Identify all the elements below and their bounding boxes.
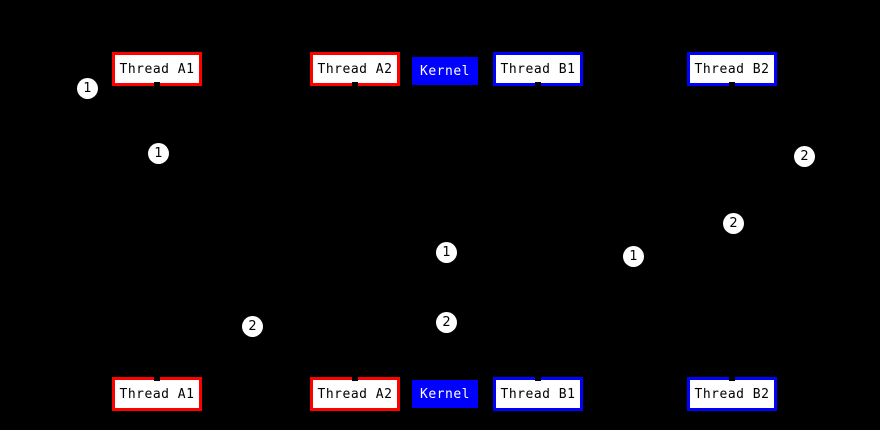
lifeline-stub-icon [352, 377, 358, 381]
actor-box-thread-b2-bottom: Thread B2 [687, 377, 777, 411]
actor-label: Kernel [420, 386, 470, 402]
step-marker: 2 [436, 312, 457, 333]
actor-box-thread-a2-top: Thread A2 [310, 52, 400, 86]
step-marker: 1 [148, 143, 169, 164]
actor-label: Thread A1 [119, 61, 195, 77]
step-marker: 1 [436, 242, 457, 263]
actor-label: Thread A2 [317, 386, 393, 402]
lifeline-stub-icon [154, 82, 160, 86]
step-marker: 2 [794, 146, 815, 167]
lifeline-stub-icon [535, 377, 541, 381]
actor-box-thread-a1-bottom: Thread A1 [112, 377, 202, 411]
lifeline-stub-icon [154, 377, 160, 381]
actor-label: Thread A2 [317, 61, 393, 77]
actor-label: Thread B1 [500, 386, 576, 402]
actor-label: Thread B2 [694, 61, 770, 77]
lifeline-stub-icon [729, 82, 735, 86]
step-marker: 1 [623, 246, 644, 267]
lifeline-stub-icon [535, 82, 541, 86]
actor-label: Thread B2 [694, 386, 770, 402]
actor-box-thread-b2-top: Thread B2 [687, 52, 777, 86]
step-marker: 2 [242, 316, 263, 337]
step-marker: 1 [77, 78, 98, 99]
lifeline-stub-icon [729, 377, 735, 381]
actor-box-thread-a2-bottom: Thread A2 [310, 377, 400, 411]
actor-box-thread-b1-bottom: Thread B1 [493, 377, 583, 411]
actor-label: Thread A1 [119, 386, 195, 402]
step-marker: 2 [723, 213, 744, 234]
actor-label: Thread B1 [500, 61, 576, 77]
actor-box-thread-b1-top: Thread B1 [493, 52, 583, 86]
actor-box-thread-a1-top: Thread A1 [112, 52, 202, 86]
lifeline-stub-icon [352, 82, 358, 86]
actor-box-kernel-top: Kernel [412, 57, 478, 85]
actor-label: Kernel [420, 63, 470, 79]
actor-box-kernel-bottom: Kernel [412, 380, 478, 408]
